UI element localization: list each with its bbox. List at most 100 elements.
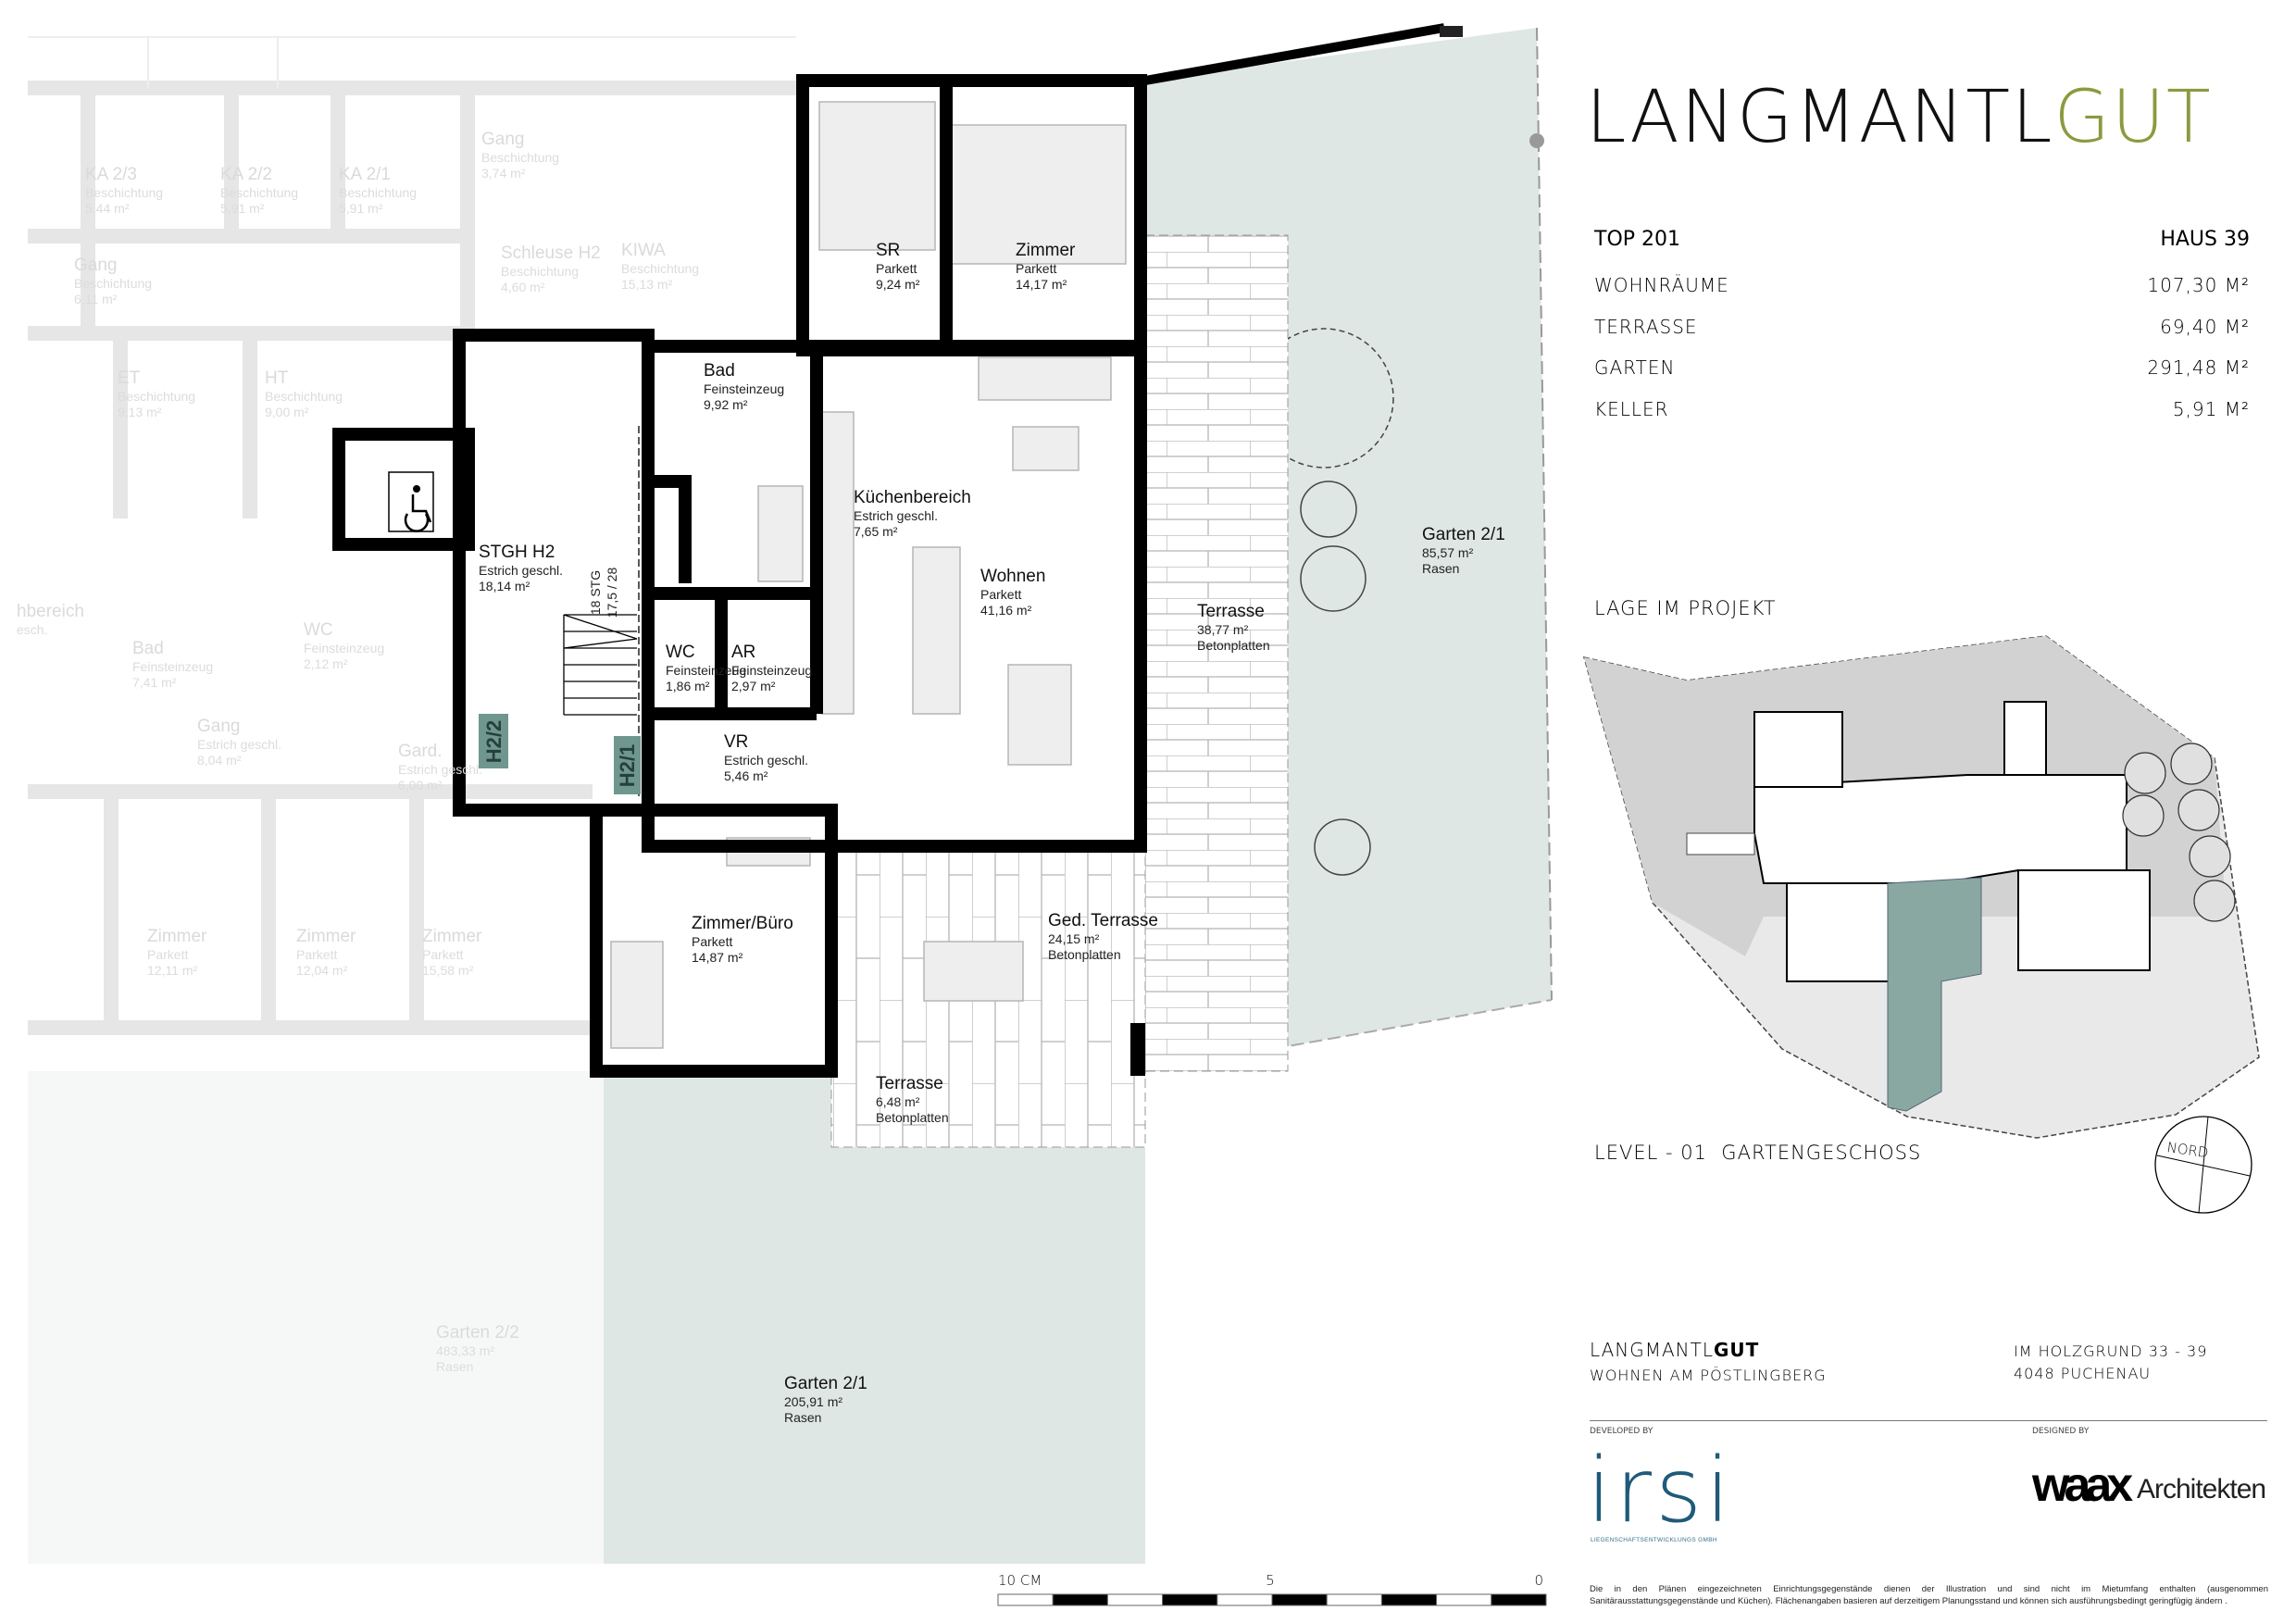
room-material: Parkett [1016, 261, 1056, 276]
svg-text:18 STG: 18 STG [588, 570, 603, 615]
scale-segment [1436, 1593, 1492, 1606]
room-area: 5,44 m² [85, 201, 130, 216]
room-material: Beschichtung [220, 185, 298, 200]
svg-text:NORD: NORD [2165, 1139, 2209, 1161]
room-name: KA 2/1 [339, 165, 391, 184]
architect-logo-word: Architekten [2137, 1474, 2266, 1504]
footer-tagline: WOHNEN AM PÖSTLINGBERG [1590, 1367, 1827, 1384]
room-area: 8,04 m² [197, 753, 242, 768]
logo-part-2: GUT [2053, 76, 2213, 159]
room-area: 12,04 m² [296, 963, 348, 978]
walls [332, 74, 1147, 1078]
architect-logo-mark: waax [2032, 1458, 2133, 1512]
room-name: STGH H2 [479, 543, 555, 562]
room-material: Beschichtung [501, 264, 579, 279]
svg-text:H2/2: H2/2 [482, 720, 505, 763]
svg-text:10 CM: 10 CM [998, 1572, 1042, 1589]
room-area: 14,87 m² [692, 950, 743, 965]
developer-logo-text: irsi [1587, 1439, 1734, 1542]
room-area: Rasen [1422, 561, 1459, 576]
room-material: Parkett [422, 947, 463, 962]
scale-segment [1106, 1593, 1164, 1606]
room-name: Bad [704, 361, 735, 381]
room-area: 2,97 m² [731, 679, 776, 693]
scale-segment [1217, 1593, 1273, 1606]
room-name: Zimmer [296, 927, 356, 946]
room-name: SR [876, 241, 900, 260]
room-name: hbereich [17, 602, 84, 621]
tree-icons [1254, 328, 1394, 876]
room-material: 205,91 m² [784, 1394, 842, 1409]
room-material: Beschichtung [265, 389, 343, 404]
room-name: AR [731, 643, 755, 662]
room-name: Garten 2/1 [784, 1374, 867, 1393]
room-area: 5,91 m² [339, 201, 383, 216]
room-area: 18,14 m² [479, 579, 530, 593]
room-material: Parkett [296, 947, 337, 962]
unit-top: TOP 201 [1594, 228, 1681, 251]
room-name: Gang [481, 130, 524, 149]
room-name: KA 2/3 [85, 165, 137, 184]
scale-segment [1052, 1593, 1108, 1606]
footer-project-part-2: GUT [1714, 1339, 1760, 1361]
room-area: 9,00 m² [265, 405, 309, 419]
room-name: Zimmer [422, 927, 482, 946]
room-material: Estrich geschl. [854, 508, 938, 523]
unit-highlight [1887, 877, 1982, 1112]
room-name: VR [724, 732, 748, 752]
svg-text:5: 5 [1266, 1572, 1275, 1589]
room-material: Parkett [980, 587, 1021, 602]
footer-project-part-1: LANGMANTL [1590, 1339, 1714, 1361]
room-material: Feinsteinzeug [731, 663, 812, 678]
neighbour-plan [28, 36, 796, 1564]
room-area: Betonplatten [1048, 947, 1121, 962]
disclaimer-line-1: Die in den Plänen eingezeichneten Einric… [1590, 1584, 2268, 1594]
room-area: 9,13 m² [118, 405, 162, 419]
level-label: LEVEL - 01 GARTENGESCHOSS [1594, 1142, 1922, 1164]
room-material: Feinsteinzeug [304, 641, 384, 655]
room-name: Zimmer [147, 927, 207, 946]
scale-bar: 10 CM 5 0 [997, 1572, 1547, 1606]
room-name: Gang [74, 256, 117, 275]
room-area: 6,11 m² [74, 292, 118, 306]
room-material: Beschichtung [481, 150, 559, 165]
room-material: 483,33 m² [436, 1343, 494, 1358]
scale-segment [1162, 1593, 1218, 1606]
site-map: NORD [1582, 635, 2260, 1214]
footer-divider [1590, 1420, 2267, 1421]
room-area: 41,16 m² [980, 603, 1032, 618]
garden-south [604, 1071, 1145, 1564]
room-area: Rasen [436, 1359, 473, 1374]
stair-note: 18 STG 17,5 / 28 [588, 568, 619, 618]
room-area: Rasen [784, 1410, 821, 1425]
north-compass-icon: NORD [2154, 1116, 2252, 1214]
area-value: 5,91 M² [2172, 397, 2250, 420]
developed-by-label: DEVELOPED BY [1590, 1427, 1653, 1436]
room-material: Estrich geschl. [724, 753, 808, 768]
address-line-2: 4048 PUCHENAU [2014, 1365, 2152, 1382]
room-material: esch. [17, 622, 47, 637]
scale-segment [1271, 1593, 1328, 1606]
room-material: Beschichtung [621, 261, 699, 276]
room-name: Zimmer/Büro [692, 914, 793, 933]
room-area: 5,91 m² [220, 201, 265, 216]
room-material: Estrich geschl. [479, 563, 563, 578]
room-name: Terrasse [876, 1074, 943, 1093]
stair-tag-h2-1: H2/1 [614, 736, 641, 794]
room-area: 9,92 m² [704, 397, 748, 412]
